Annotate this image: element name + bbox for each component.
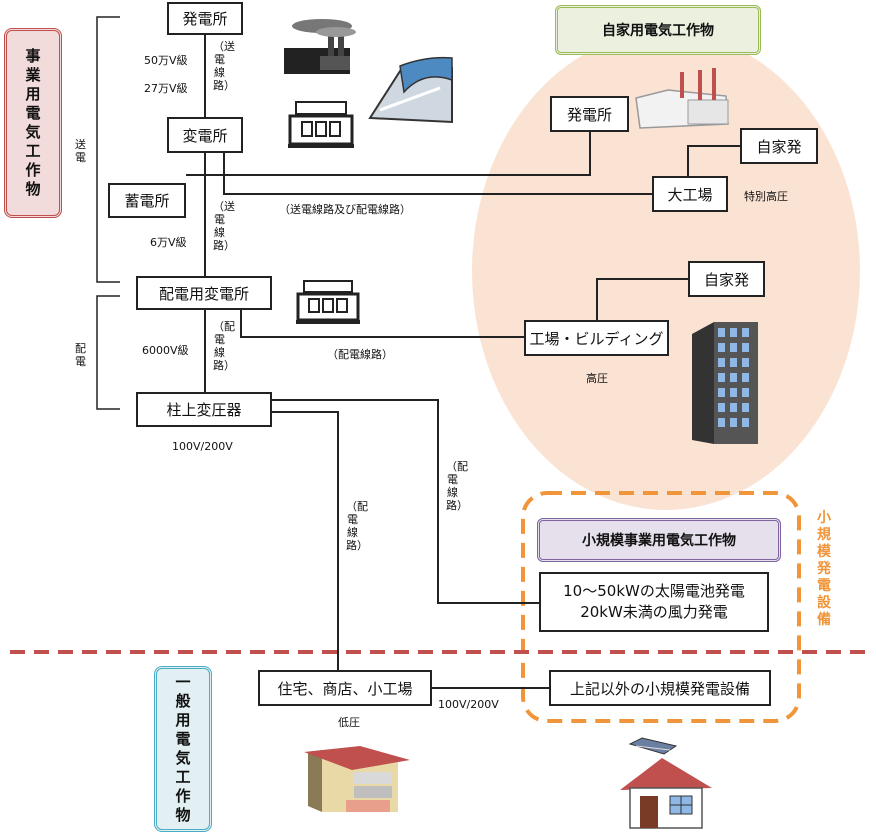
transmission-line-label-2: （送電線路） [213,200,235,252]
distribution-line-label-v1: （配電線路） [213,320,235,372]
transformer-icon [288,101,354,148]
voltage-6000v: 6000V級 [142,344,189,357]
house-shop-icon [304,746,410,812]
business-use-text: 事業用電気工作物 [25,47,41,198]
general-use-label: 一般用電気工作物 [154,666,212,832]
node-distribution-substation: 配電用変電所 [136,276,272,310]
node-self-gen-1: 自家発 [740,128,818,164]
line-dist-building [240,310,524,338]
office-building-icon [692,322,758,444]
distribution-line-label-v3: （配電線路） [346,500,368,552]
node-other-small-generation: 上記以外の小規模発電設備 [549,670,771,706]
private-use-tag: 自家用電気工作物 [555,5,761,55]
voltage-low-1: 100V/200V [172,440,233,453]
node-power-plant: 発電所 [167,2,243,35]
node-storage: 蓄電所 [108,183,186,218]
node-residential: 住宅、商店、小工場 [258,670,432,706]
voltage-low: 低圧 [338,716,360,729]
small-gen-solar: 10～50kWの太陽電池発電 [563,582,745,600]
voltage-60kv: 6万V級 [150,236,187,249]
voltage-270kv: 27万V級 [144,82,188,95]
node-pole-transformer: 柱上変圧器 [136,392,272,427]
voltage-low-2: 100V/200V [438,698,499,711]
node-factory-building: 工場・ビルディング [524,320,669,356]
solar-house-icon [620,737,712,829]
node-small-generation: 10～50kWの太陽電池発電 20kW未満の風力発電 [539,572,769,632]
transmission-line-label-1: （送電線路） [213,40,235,92]
node-customer-plant: 発電所 [550,96,629,132]
node-large-factory: 大工場 [652,176,728,212]
transformer-icon-2 [296,280,360,324]
small-equipment-label: 小規模発電設備 [817,510,831,628]
line-substation-factory [223,153,652,195]
distribution-bracket [96,295,120,410]
trans-dist-line-label: （送電線路及び配電線路） [279,203,411,216]
line-customer-plant [205,132,591,176]
transmission-section-label: 送電 [75,138,86,164]
line-self-gen-1 [687,145,740,176]
small-business-tag: 小規模事業用電気工作物 [537,518,781,562]
factory-icon [635,68,729,129]
business-use-label: 事業用電気工作物 [4,28,62,218]
voltage-500kv: 50万V級 [144,54,188,67]
distribution-line-label-v2: （配電線路） [446,460,468,512]
hydro-dam-icon [368,56,453,124]
line-self-gen-2 [596,278,688,320]
transmission-bracket [96,16,120,283]
node-self-gen-2: 自家発 [688,261,765,297]
general-use-text: 一般用電気工作物 [175,673,191,824]
distribution-line-label-h: （配電線路） [327,348,393,361]
voltage-extra-high: 特別高圧 [744,190,788,203]
distribution-section-label: 配電 [75,342,86,368]
line-pole-residential [272,411,339,670]
voltage-high: 高圧 [586,372,608,385]
node-substation: 変電所 [167,117,243,153]
small-gen-wind: 20kW未満の風力発電 [580,603,728,621]
line-pole-smallgen [272,399,539,604]
thermal-plant-icon [284,19,356,74]
